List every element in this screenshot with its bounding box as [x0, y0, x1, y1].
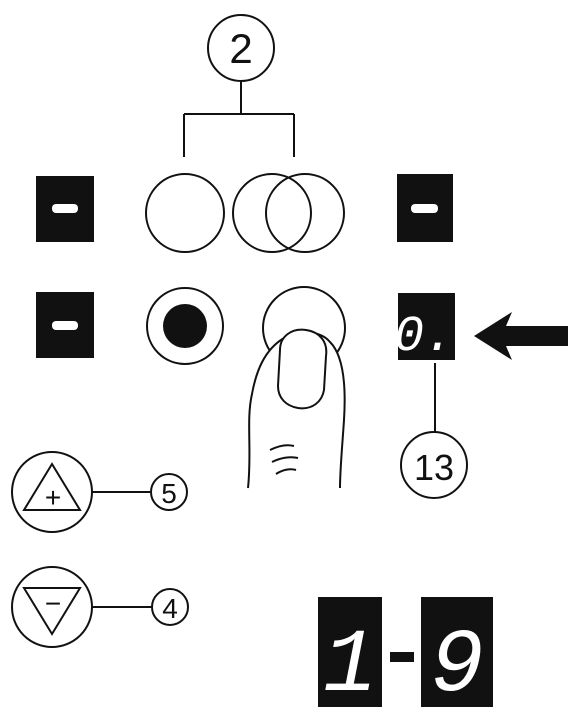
- minus-button[interactable]: −: [11, 566, 93, 648]
- display-range: 1 - 9: [0, 0, 493, 707]
- svg-text:-: -: [0, 0, 1, 1]
- button-top-pair[interactable]: [232, 173, 345, 253]
- svg-text:−: −: [45, 588, 61, 619]
- callout-5: 5: [150, 473, 188, 511]
- callout-2: 2: [183, 14, 295, 157]
- display-right-middle: 0.: [394, 293, 455, 366]
- callout-2-label: 2: [229, 25, 252, 72]
- display-right-top: -: [0, 0, 453, 242]
- minus-triangle-icon: [22, 587, 82, 636]
- svg-text:-: -: [0, 0, 1, 1]
- segment-dash: [411, 204, 438, 213]
- plus-triangle-icon: [22, 462, 82, 511]
- segment-dash: [52, 204, 78, 213]
- callout-13: 13: [400, 363, 468, 499]
- svg-text:-: -: [0, 0, 1, 1]
- svg-text:+: +: [45, 482, 61, 513]
- display-left-top: -: [0, 0, 94, 242]
- button-top-left[interactable]: [145, 173, 225, 253]
- svg-text:-: -: [0, 0, 1, 1]
- display-range-start: 1: [323, 616, 377, 707]
- arrow-left-icon: [474, 312, 568, 360]
- segment-dash: [52, 321, 78, 330]
- button-middle-indicator[interactable]: [146, 287, 224, 365]
- callout-4-label: 4: [162, 593, 178, 624]
- display-right-middle-value: 0.: [394, 309, 454, 366]
- plus-button[interactable]: +: [11, 451, 93, 533]
- callout-4: 4: [151, 588, 189, 626]
- callout-5-label: 5: [161, 478, 177, 509]
- display-range-end: 9: [430, 616, 484, 707]
- finger-pressing-icon: [247, 328, 346, 489]
- callout-13-label: 13: [414, 447, 454, 488]
- display-left-middle: -: [0, 0, 94, 358]
